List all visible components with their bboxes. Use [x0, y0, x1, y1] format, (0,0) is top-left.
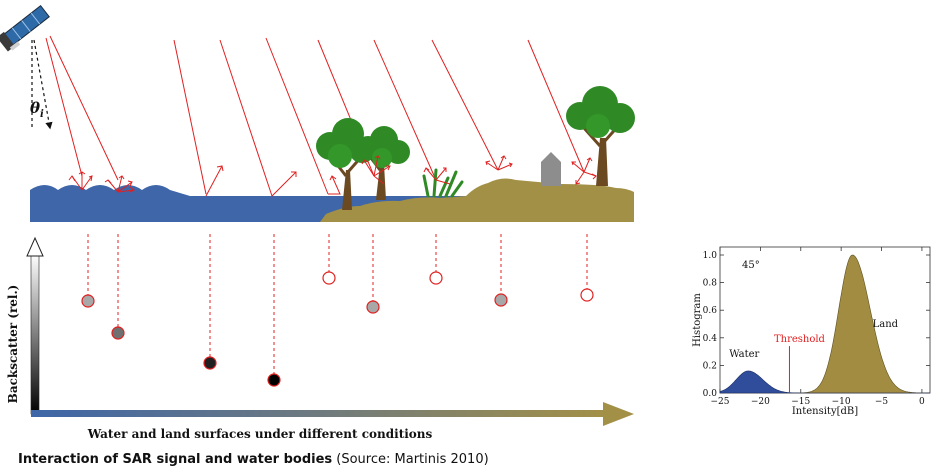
histogram-ticks: 0.0 0.2 0.4 0.6 0.8 1.0 −25 −20 −15 −10 −5 0 — [703, 247, 930, 407]
caption-title: Interaction of SAR signal and water bodi… — [18, 452, 333, 467]
x-tick-label: −15 — [791, 397, 810, 407]
x-tick-label: −5 — [875, 397, 889, 407]
sar-diagram: θi — [0, 5, 931, 441]
backscatter-point — [81, 294, 95, 308]
histogram-chart: 0.0 0.2 0.4 0.6 0.8 1.0 −25 −20 −15 −10 −5 0 Thresh… — [692, 246, 931, 417]
backscatter-point — [322, 271, 336, 285]
threshold-label: Threshold — [774, 334, 826, 345]
x-tick-label: 0 — [919, 397, 925, 407]
drop-lines — [87, 234, 588, 374]
x-axis-label: Water and land surfaces under different … — [87, 427, 433, 441]
reflected-rays — [68, 155, 597, 197]
histogram-xlabel: Intensity[dB] — [792, 406, 858, 417]
y-axis-bar — [30, 253, 40, 415]
y-tick-label: 1.0 — [703, 251, 718, 261]
tree-icon — [566, 86, 635, 186]
caption-source: (Source: Martinis 2010) — [336, 452, 489, 467]
y-axis-arrowhead — [26, 236, 44, 257]
y-tick-label: 0.8 — [703, 279, 718, 289]
chart-annotation: 45° — [742, 260, 760, 271]
land-series-label: Land — [873, 319, 899, 330]
water-series-label: Water — [729, 349, 759, 360]
backscatter-point — [366, 300, 380, 314]
water-series-area — [719, 370, 930, 394]
x-tick-label: −20 — [751, 397, 770, 407]
backscatter-points — [81, 271, 594, 387]
backscatter-point — [429, 271, 443, 285]
x-axis-arrowhead — [603, 402, 634, 426]
tree-icon — [356, 126, 410, 200]
y-axis-label: Backscatter (rel.) — [6, 285, 20, 404]
backscatter-point — [267, 373, 281, 387]
land-mass — [320, 178, 634, 222]
x-axis-bar — [31, 410, 605, 417]
y-tick-label: 0.0 — [703, 389, 718, 399]
histogram-ylabel: Histogram — [692, 293, 703, 347]
incidence-line — [33, 39, 53, 130]
y-tick-label: 0.4 — [703, 334, 718, 344]
satellite-icon — [0, 5, 50, 52]
radar-rays — [45, 35, 585, 197]
figure-caption: Interaction of SAR signal and water bodi… — [18, 452, 489, 467]
backscatter-point — [580, 288, 594, 302]
building-icon — [541, 152, 561, 186]
shrub-icon — [422, 168, 464, 198]
y-tick-label: 0.6 — [703, 306, 718, 316]
y-tick-label: 0.2 — [703, 361, 717, 371]
backscatter-point — [494, 293, 508, 307]
histogram-frame — [719, 246, 931, 394]
angle-label: θi — [30, 99, 44, 120]
x-tick-label: −25 — [711, 397, 730, 407]
x-tick-label: −10 — [832, 397, 851, 407]
backscatter-point — [203, 356, 217, 370]
backscatter-point — [111, 326, 125, 340]
